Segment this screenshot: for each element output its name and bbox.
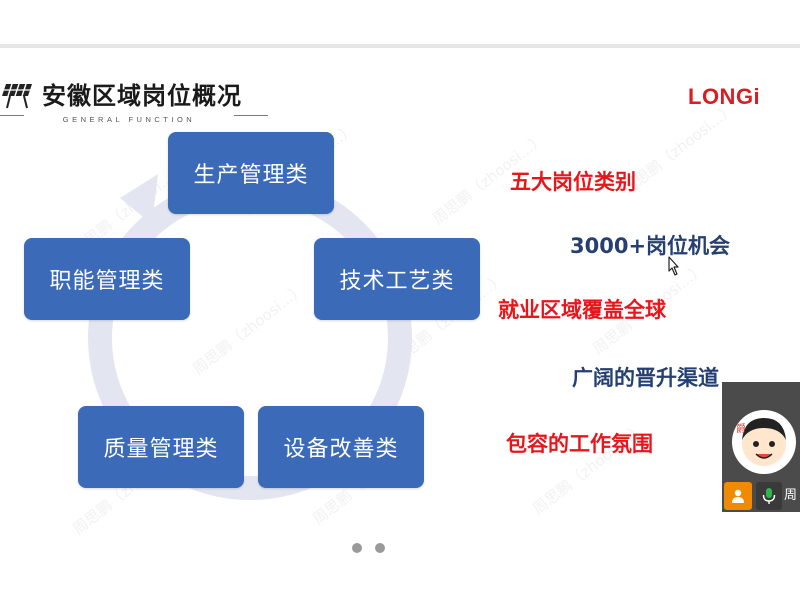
longi-logo: LONGi	[688, 84, 761, 109]
person-button[interactable]	[724, 482, 752, 510]
point-inclusive-atmosphere: 包容的工作氛围	[506, 432, 653, 456]
cycle-arrow-icon	[120, 174, 158, 224]
point-promotion-channels: 广阔的晋升渠道	[572, 366, 719, 390]
cartoon-avatar-icon: 爵	[736, 418, 786, 466]
solar-panel-icon	[2, 83, 32, 109]
cycle-item-equipment: 设备改善类	[258, 406, 424, 488]
top-bar	[0, 0, 800, 44]
page-dot-1[interactable]	[352, 543, 362, 553]
point-five-categories: 五大岗位类别	[510, 170, 636, 194]
person-icon	[732, 489, 744, 503]
participant-name: 周	[784, 488, 798, 503]
avatar: 爵	[732, 410, 796, 474]
microphone-button[interactable]	[756, 482, 782, 510]
presentation-slide: 周思鹏（zhoosi...） 周思鹏（zhoosi...） 周思鹏（zhoosi…	[0, 44, 800, 564]
cycle-item-functional: 职能管理类	[24, 238, 190, 320]
mouse-cursor-icon	[668, 256, 679, 276]
svg-text:爵: 爵	[736, 422, 746, 435]
point-global-coverage: 就业区域覆盖全球	[498, 298, 666, 322]
cycle-item-production: 生产管理类	[168, 132, 334, 214]
cycle-item-quality: 质量管理类	[78, 406, 244, 488]
microphone-icon	[762, 488, 776, 504]
cycle-item-technology: 技术工艺类	[314, 238, 480, 320]
bottom-bar	[0, 564, 800, 600]
point-3000-positions: 3000+岗位机会	[570, 234, 731, 258]
participant-video-tile[interactable]: 爵 周	[722, 382, 800, 512]
slide-subtitle: GENERAL FUNCTION	[24, 114, 234, 126]
page-dot-2[interactable]	[375, 543, 385, 553]
slide-title: 安徽区域岗位概况	[42, 82, 242, 110]
